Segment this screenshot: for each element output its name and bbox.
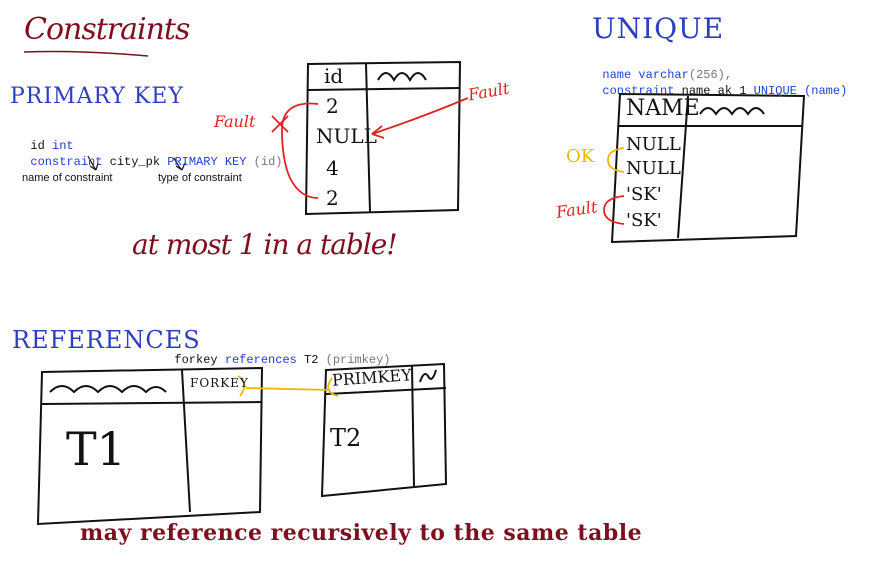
unique-row-3: 'SK' (626, 184, 662, 205)
pk-code-keyword-constraint: constraint (30, 155, 103, 169)
pk-row-4: 2 (326, 186, 339, 210)
t1-table-name: T1 (66, 422, 126, 476)
note-type-of-constraint: type of constraint (158, 172, 242, 184)
pk-code-constraint-name: city_pk (109, 155, 161, 169)
ref-code-table-name: T2 (304, 353, 319, 367)
t2-table-name: T2 (330, 424, 362, 452)
unique-code-line1: name varchar(256), (588, 51, 732, 83)
unique-code-constraint-name: name_ak_1 (681, 84, 747, 98)
unique-table (610, 92, 806, 244)
pk-fault-arrow (371, 97, 469, 135)
references-heading: REFERENCES (12, 326, 201, 354)
ref-code-col-name: forkey (174, 353, 218, 367)
pk-table (304, 60, 462, 216)
pk-note-at-most-one: at most 1 in a table! (132, 228, 398, 261)
unique-code-col-size: (256), (688, 68, 733, 82)
pk-row-3: 4 (326, 156, 339, 180)
fk-link (237, 375, 331, 397)
pk-row-2: NULL (316, 124, 377, 148)
note-name-of-constraint: name of constraint (22, 172, 113, 184)
unique-code-line2: constraint name_ak_1 UNIQUE (name) (588, 67, 847, 99)
page-title: Constraints (24, 12, 190, 47)
unique-code-columns: (name) (804, 84, 848, 98)
references-note: may reference recursively to the same ta… (80, 520, 643, 546)
pk-fault-bracket (281, 102, 319, 199)
t1-header-label: FORKEY (190, 376, 249, 390)
pk-link-loop (327, 377, 339, 397)
t1-table (36, 366, 264, 526)
unique-row-1: NULL (626, 134, 681, 155)
pk-code-line2: constraint city_pk PRIMARY KEY (id) (16, 138, 282, 170)
unique-ok-label: OK (566, 146, 595, 167)
ref-code-columns: (primkey) (325, 353, 391, 367)
ref-code-keyword-references: references (224, 353, 297, 367)
pk-header-squiggle (377, 72, 427, 83)
references-code: forkey references T2 (primkey) (160, 336, 390, 368)
unique-ok-bracket (607, 147, 625, 173)
unique-heading: UNIQUE (592, 12, 725, 45)
t1-header-squiggle (49, 385, 167, 394)
pk-row-1: 2 (326, 94, 339, 118)
unique-code-col-type: varchar (638, 68, 689, 82)
pk-fault-cross (271, 115, 289, 133)
title-underline (23, 50, 149, 57)
unique-header-squiggle (699, 107, 765, 116)
unique-code-keyword-constraint: constraint (602, 84, 675, 98)
unique-code-keyword-unique: UNIQUE (753, 84, 797, 98)
unique-row-4: 'SK' (626, 210, 662, 231)
t2-header-squiggle (419, 369, 437, 383)
unique-row-2: NULL (626, 158, 681, 179)
unique-table-header: NAME (626, 96, 700, 121)
t2-table (320, 362, 448, 498)
pk-fault-left-label: Fault (214, 112, 256, 131)
unique-code-col-name: name (602, 68, 632, 82)
pk-code-col-name: id (30, 139, 45, 153)
pk-code-line1: id int (16, 122, 74, 154)
pk-table-header: id (324, 64, 344, 88)
pk-code-keyword-primary-key: PRIMARY KEY (167, 155, 247, 169)
unique-fault-bracket (603, 195, 625, 225)
pk-code-columns: (id) (253, 155, 283, 169)
pk-code-col-type: int (52, 139, 74, 153)
primary-key-heading: PRIMARY KEY (10, 84, 184, 109)
